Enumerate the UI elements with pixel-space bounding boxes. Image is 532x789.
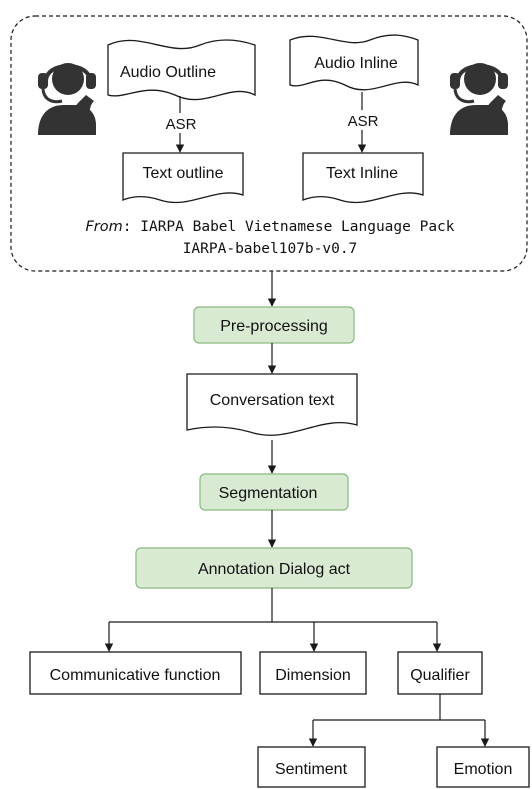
preprocessing-node xyxy=(193,306,355,344)
audio-inline-node xyxy=(289,34,419,91)
preprocessing-label: Pre-processing xyxy=(220,318,328,335)
asr-label-bg-left xyxy=(160,113,202,133)
segmentation-node xyxy=(199,473,349,511)
text-inline-label: Text Inline xyxy=(326,165,398,182)
audio-outline-label: Audio Outline xyxy=(120,64,216,81)
audio-outline-node xyxy=(107,39,256,101)
audio-inline-label: Audio Inline xyxy=(314,55,398,72)
sentiment-label: Sentiment xyxy=(275,761,348,778)
asr-label-bg-right xyxy=(342,110,384,130)
text-outline-node xyxy=(122,152,244,204)
qualifier-fanout-edges xyxy=(308,694,490,747)
conversation-text-node xyxy=(186,373,358,436)
operator-headset-icon xyxy=(38,63,96,135)
annotation-node xyxy=(135,547,413,589)
corpus-id: IARPA-babel107b-v0.7 xyxy=(183,241,358,257)
sentiment-node xyxy=(257,746,366,788)
text-inline-node xyxy=(302,152,424,204)
emotion-label: Emotion xyxy=(454,761,513,778)
asr-label-left: ASR xyxy=(166,116,197,133)
qualifier-label: Qualifier xyxy=(410,667,470,684)
segmentation-label: Segmentation xyxy=(219,485,318,502)
dimension-node xyxy=(259,651,367,695)
annotation-label: Annotation Dialog act xyxy=(198,561,351,578)
qualifier-node xyxy=(397,651,483,695)
communicative-function-label: Communicative function xyxy=(50,667,221,684)
source-citation: From: IARPA Babel Vietnamese Language Pa… xyxy=(85,219,454,235)
communicative-function-node xyxy=(29,651,242,695)
from-label: From xyxy=(85,219,122,235)
source-container xyxy=(10,15,528,272)
annotation-fanout-edges xyxy=(104,588,442,652)
conversation-text-label: Conversation text xyxy=(210,392,335,409)
emotion-node xyxy=(436,746,530,788)
from-rest: : IARPA Babel Vietnamese Language Pack xyxy=(123,219,455,235)
text-outline-label: Text outline xyxy=(143,165,224,182)
asr-label-right: ASR xyxy=(348,113,379,130)
operator-headset-icon xyxy=(450,63,508,135)
dimension-label: Dimension xyxy=(275,667,351,684)
